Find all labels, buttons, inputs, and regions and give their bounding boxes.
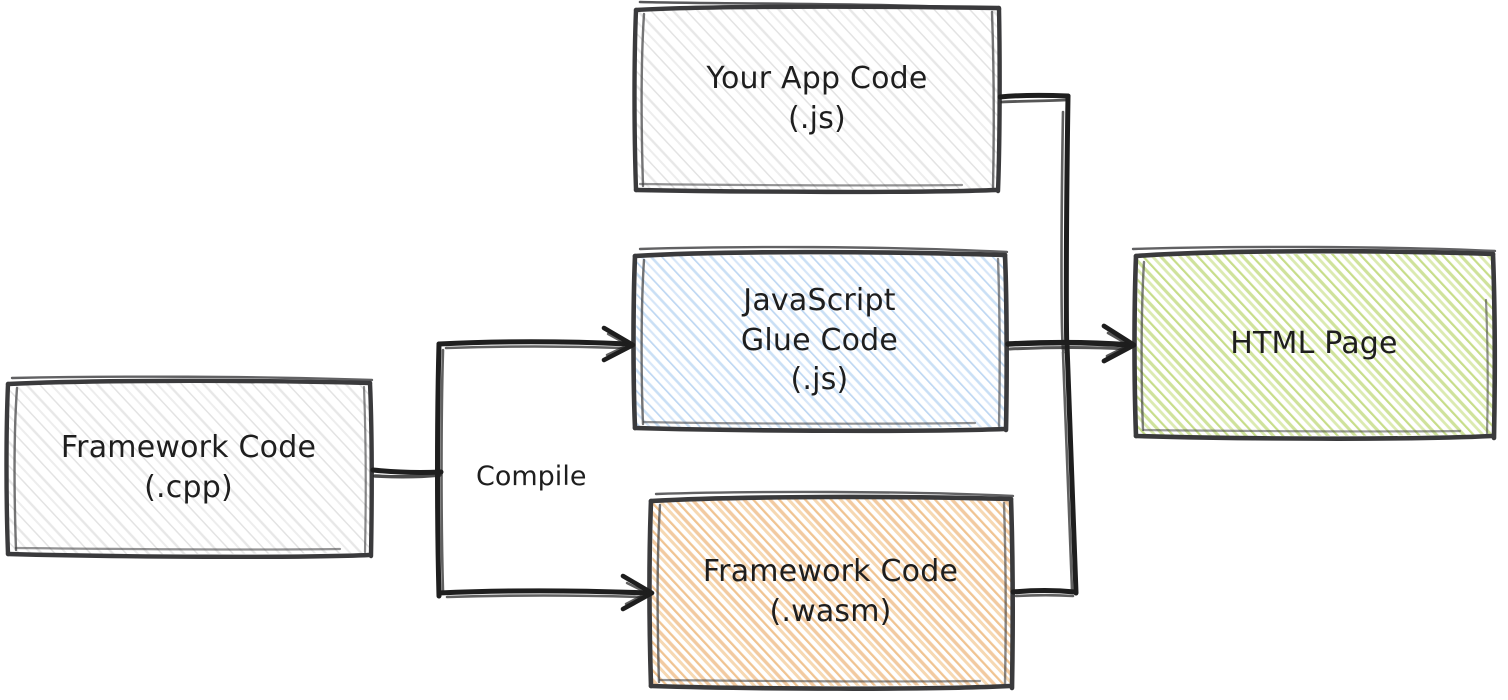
node-framework-code-cpp-border-top xyxy=(5,378,373,387)
node-html-page-border-left2 xyxy=(1140,260,1146,432)
edge-cpp-to-glue-line2 xyxy=(444,345,626,350)
edge-glue-to-html[interactable] xyxy=(1005,323,1137,364)
node-html-page-fill xyxy=(1136,253,1494,437)
node-javascript-glue-code-border-bottom2 xyxy=(642,420,977,425)
node-html-page-border-top2 xyxy=(1131,245,1497,253)
edge-glue-to-html-line2 xyxy=(1008,346,1130,351)
edge-cpp-to-glue-arrowhead xyxy=(601,325,636,363)
edge-cpp-to-wasm-arrowhead xyxy=(620,573,655,612)
node-your-app-code-border-bottom2 xyxy=(638,182,964,187)
node-javascript-glue-code-border-left xyxy=(631,253,638,431)
node-framework-code-wasm-border-top xyxy=(648,494,1014,504)
node-framework-code-cpp-border-right xyxy=(367,380,374,559)
node-framework-code-cpp-fill xyxy=(8,382,371,555)
node-html-page-border-top xyxy=(1133,248,1496,259)
edge-glue-to-html-line xyxy=(1005,339,1133,348)
node-your-app-code-border-left xyxy=(632,7,639,193)
edge-app-to-bus-line2 xyxy=(1000,98,1068,104)
node-framework-code-wasm-border-right xyxy=(1008,496,1015,691)
node-your-app-code-border-left2 xyxy=(640,12,646,188)
edge-cpp-to-glue[interactable] xyxy=(436,325,636,363)
edge-cpp-to-junction[interactable] xyxy=(370,467,444,479)
node-html-page-border-bottom xyxy=(1133,433,1495,441)
edge-wasm-to-bus-line2 xyxy=(1014,593,1075,598)
node-your-app-code[interactable] xyxy=(632,0,1002,195)
edge-label-compile: Compile xyxy=(476,461,587,492)
node-framework-code-wasm-fill xyxy=(651,498,1012,687)
node-html-page-border-bottom2 xyxy=(1142,428,1462,433)
edge-cpp-to-wasm-arrowhead2 xyxy=(624,581,649,606)
node-your-app-code-border-right xyxy=(995,5,1002,194)
edge-cpp-to-glue-line xyxy=(436,339,631,347)
edge-right-bus-upper xyxy=(1063,93,1071,355)
edge-wasm-to-bus[interactable] xyxy=(1010,588,1078,598)
edge-cpp-to-wasm-line2 xyxy=(445,594,646,599)
edge-right-bus-lower xyxy=(1064,342,1079,596)
node-javascript-glue-code-border-right2 xyxy=(996,257,1001,428)
edge-cpp-to-wasm[interactable] xyxy=(436,573,655,612)
node-html-page-border-right2 xyxy=(1484,298,1489,436)
node-framework-code-cpp-border-left xyxy=(4,381,11,557)
edge-glue-to-html-arrowhead xyxy=(1101,323,1137,364)
node-javascript-glue-code-fill xyxy=(635,254,1006,429)
node-framework-code-cpp-border-bottom xyxy=(5,551,372,560)
node-javascript-glue-code-border-bottom xyxy=(632,425,1007,434)
node-javascript-glue-code[interactable] xyxy=(631,245,1009,434)
node-javascript-glue-code-border-left2 xyxy=(640,258,646,426)
node-framework-code-cpp-border-right2 xyxy=(362,385,367,554)
node-your-app-code-border-right2 xyxy=(990,10,995,190)
node-javascript-glue-code-border-top xyxy=(632,249,1008,259)
edge-glue-to-html-arrowhead2 xyxy=(1105,331,1131,358)
node-javascript-glue-code-border-top2 xyxy=(638,245,1009,254)
edge-wasm-to-bus-line xyxy=(1010,588,1078,595)
node-framework-code-cpp[interactable] xyxy=(4,375,374,560)
node-framework-code-cpp-border-top2 xyxy=(10,375,374,382)
node-framework-code-wasm-border-bottom2 xyxy=(658,678,982,683)
node-framework-code-cpp-border-bottom2 xyxy=(14,546,342,551)
edge-compile-splitter-line xyxy=(435,341,442,599)
node-framework-code-wasm-border-bottom xyxy=(648,683,1013,691)
node-your-app-code-fill xyxy=(636,7,999,190)
edge-app-to-bus-line xyxy=(997,92,1071,100)
edge-cpp-to-junction-line xyxy=(370,467,444,475)
node-framework-code-cpp-border-left2 xyxy=(13,386,19,552)
edge-right-bus[interactable] xyxy=(1060,93,1079,596)
edge-app-to-bus[interactable] xyxy=(997,92,1071,104)
node-your-app-code-border-bottom xyxy=(633,187,999,195)
node-html-page-border-right xyxy=(1490,251,1497,441)
edge-cpp-to-wasm-line xyxy=(436,588,651,596)
edge-cpp-to-junction-line2 xyxy=(373,473,442,479)
node-framework-code-wasm-border-left2 xyxy=(656,503,662,684)
node-framework-code-wasm[interactable] xyxy=(647,490,1015,691)
edge-right-bus-lower2 xyxy=(1061,350,1074,592)
node-framework-code-wasm-border-right2 xyxy=(1002,501,1007,686)
edge-compile-splitter-line2 xyxy=(440,348,445,594)
edge-cpp-to-glue-arrowhead2 xyxy=(605,332,630,357)
node-your-app-code-border-top2 xyxy=(638,0,1002,11)
edge-right-bus-upper2 xyxy=(1060,110,1065,352)
node-framework-code-wasm-border-top2 xyxy=(654,490,1015,498)
node-html-page[interactable] xyxy=(1131,245,1497,441)
edge-compile-splitter[interactable] xyxy=(435,341,445,599)
